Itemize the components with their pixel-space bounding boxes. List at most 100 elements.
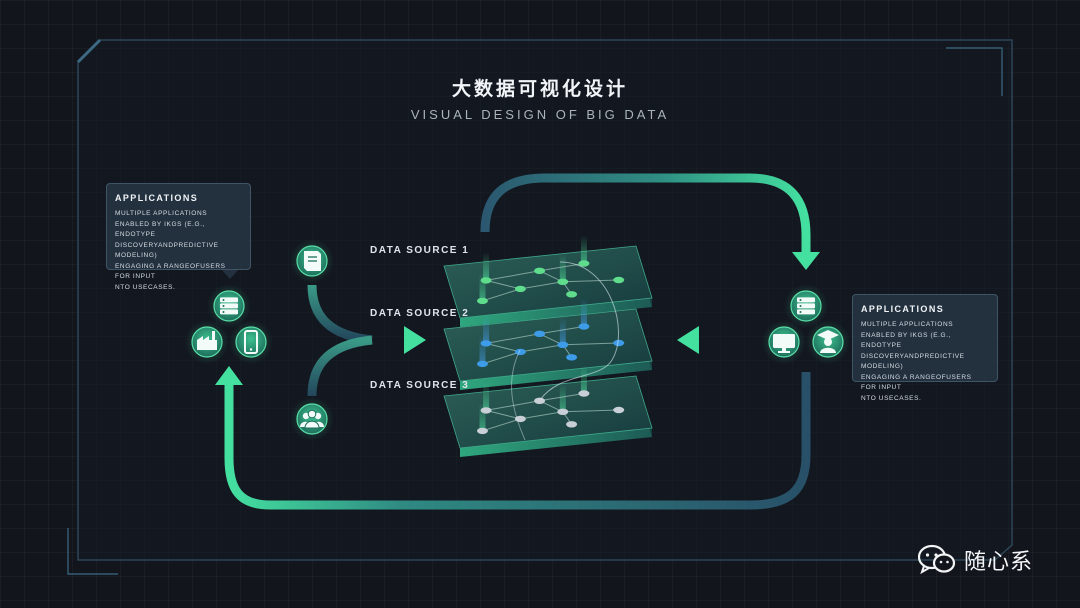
node-light-beam xyxy=(479,402,486,431)
graph-edge xyxy=(485,400,540,411)
plane-surface xyxy=(443,245,653,319)
graph-node xyxy=(514,348,526,356)
graph-edge xyxy=(485,342,521,353)
graph-edge xyxy=(562,342,619,346)
plane-edge-front xyxy=(460,298,652,327)
arrowhead-right-input xyxy=(677,326,699,354)
monitor-icon xyxy=(762,320,806,364)
data-source-3-label: DATA SOURCE 3 xyxy=(370,380,470,391)
node-light-beam xyxy=(483,252,490,281)
graph-node xyxy=(534,330,546,337)
graph-node xyxy=(480,407,492,414)
graph-edge xyxy=(485,333,540,344)
right-panel-heading: APPLICATIONS xyxy=(861,304,945,314)
graph-edge xyxy=(539,326,585,335)
graph-edge xyxy=(485,279,521,290)
wechat-icon xyxy=(918,544,956,575)
right-applications-panel: APPLICATIONS MULTIPLE APPLICATIONS ENABL… xyxy=(852,294,998,402)
data-source-2-label: DATA SOURCE 2 xyxy=(370,308,470,319)
node-light-beam xyxy=(580,298,587,327)
left-panel-line: NTO USECASES. xyxy=(115,283,176,291)
left-panel-heading: APPLICATIONS xyxy=(115,193,199,203)
graph-edge xyxy=(482,418,521,432)
graph-node xyxy=(578,260,590,267)
graph-node xyxy=(613,406,625,414)
left-panel-line: ENABLED BY IKGS (E.G., ENDOTYPE xyxy=(115,220,206,239)
factory-icon xyxy=(185,320,229,364)
node-light-beam xyxy=(559,253,566,282)
page-subtitle: VISUAL DESIGN OF BIG DATA xyxy=(410,107,670,122)
graph-node xyxy=(613,276,625,284)
node-light-beam xyxy=(479,335,486,364)
server-icon xyxy=(207,284,251,328)
plane-surface xyxy=(443,375,653,449)
graph-node xyxy=(557,278,569,285)
left-panel-line: DISCOVERYANDPREDICTIVE MODELING) xyxy=(115,241,219,260)
brand-name: 随心系 xyxy=(964,550,1034,575)
left-applications-panel: APPLICATIONS MULTIPLE APPLICATIONS ENABL… xyxy=(106,183,251,291)
graph-node xyxy=(566,291,578,298)
right-panel-line: ENABLED BY IKGS (E.G., ENDOTYPE xyxy=(861,331,952,350)
graph-edge xyxy=(520,281,563,290)
graph-edge xyxy=(482,351,521,365)
plane-connector xyxy=(539,261,619,401)
node-light-beam xyxy=(580,235,587,264)
graph-node xyxy=(514,285,526,293)
node-light-beam xyxy=(479,272,486,301)
graph-edge xyxy=(562,279,619,283)
right-panel-line: MULTIPLE APPLICATIONS xyxy=(861,321,954,328)
graph-node xyxy=(534,397,546,404)
node-light-beam xyxy=(580,365,587,394)
icon-layer xyxy=(185,239,850,441)
node-light-beam xyxy=(559,383,566,412)
data-source-1-label: DATA SOURCE 1 xyxy=(370,245,470,256)
graph-edge xyxy=(482,288,521,302)
node-light-beam xyxy=(483,315,490,344)
graph-node xyxy=(514,415,526,423)
graph-edge xyxy=(485,270,540,281)
mobile-icon xyxy=(229,320,273,364)
plane-surface xyxy=(443,308,653,382)
graph-node xyxy=(566,421,578,428)
graph-edge xyxy=(520,344,563,353)
graph-edge xyxy=(539,393,585,402)
graph-node xyxy=(578,390,590,397)
plane-edge-front xyxy=(460,428,652,457)
graph-node xyxy=(476,297,488,305)
graph-node xyxy=(557,341,569,348)
graph-node xyxy=(480,340,492,347)
right-panel-line: DISCOVERYANDPREDICTIVE MODELING) xyxy=(861,352,965,371)
left-panel-line: MULTIPLE APPLICATIONS xyxy=(115,210,208,217)
right-panel-line: ENGAGING A RANGEOFUSERS FOR INPUT xyxy=(861,373,972,392)
data-plane-stack xyxy=(443,235,653,457)
graduate-icon xyxy=(806,320,850,364)
server-icon xyxy=(784,284,828,328)
panel-pointer xyxy=(222,270,238,279)
graph-edge xyxy=(520,411,563,420)
users-icon xyxy=(290,397,334,441)
arrowhead-input xyxy=(404,326,426,354)
plane-connector xyxy=(511,349,526,441)
arrowhead-bottom xyxy=(215,366,243,385)
graph-node xyxy=(476,427,488,435)
page-title: 大数据可视化设计 xyxy=(451,78,628,100)
data-plane-3 xyxy=(443,365,653,457)
graph-node xyxy=(534,267,546,274)
left-panel-line: ENGAGING A RANGEOFUSERS FOR INPUT xyxy=(115,262,226,281)
arrowhead-top xyxy=(792,252,820,270)
graph-node xyxy=(476,360,488,368)
graph-node xyxy=(480,277,492,284)
right-panel-line: NTO USECASES. xyxy=(861,394,922,402)
book-icon xyxy=(290,239,334,283)
node-light-beam xyxy=(559,316,566,345)
data-plane-1 xyxy=(443,235,653,327)
graph-node xyxy=(557,408,569,415)
brand-watermark: 随心系 xyxy=(918,543,1033,577)
node-light-beam xyxy=(483,382,490,411)
graph-edge xyxy=(562,409,619,413)
graph-edge xyxy=(485,409,521,420)
flow-arrows xyxy=(215,173,820,510)
graph-node xyxy=(566,354,578,361)
